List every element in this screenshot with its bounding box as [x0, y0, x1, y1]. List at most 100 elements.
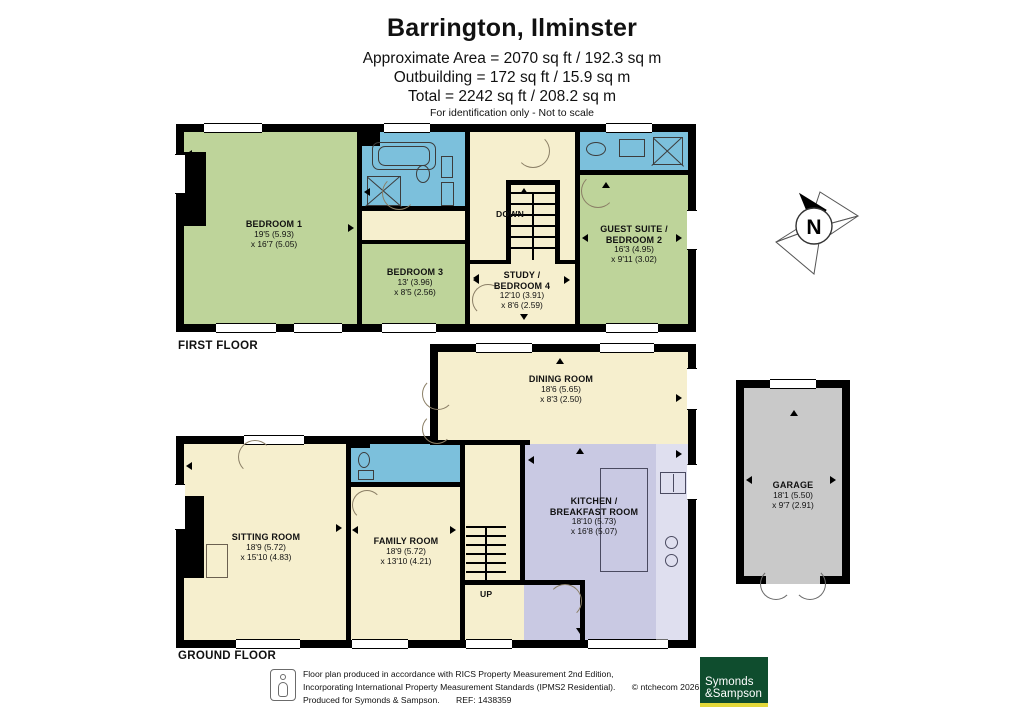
- toilet-icon-ensuite: [586, 142, 606, 156]
- wall-central-west: [465, 132, 470, 324]
- page-title: Barrington, Ilminster: [386, 14, 638, 42]
- dim-arrow-guest-e: [676, 234, 682, 242]
- door-swing-ensuite: [581, 174, 615, 208]
- compass-north-label: N: [806, 216, 821, 239]
- door-swing-hall-north: [422, 414, 452, 444]
- wall-garage-west: [736, 380, 744, 584]
- staircase-up: [466, 526, 506, 580]
- wall-ground-south: [176, 640, 696, 648]
- symonds-sampson-logo[interactable]: Symonds &Sampson: [700, 657, 768, 707]
- wall-porch-east: [580, 580, 585, 640]
- basin-icon-ensuite: [619, 139, 645, 157]
- window-first-s3: [382, 323, 436, 333]
- ground-floor-plan: UP DINING ROOM 18'6 (5.65) x 8'3 (2.50) …: [175, 343, 697, 649]
- hob-ring-2-icon: [665, 554, 678, 567]
- label-kitchen: KITCHEN / BREAKFAST ROOM 18'10 (5.73) x …: [524, 496, 664, 537]
- dim-arrow-bed1-e: [348, 224, 354, 232]
- stairs-down-label: DOWN: [496, 209, 525, 219]
- window-ground-e1: [687, 368, 697, 410]
- dim-arrow-study-e: [564, 276, 570, 284]
- staircase-down: [511, 192, 555, 260]
- label-study-bedroom-4: STUDY / BEDROOM 4 12'10 (3.91) x 8'6 (2.…: [470, 270, 574, 311]
- footer-line-1: Floor plan produced in accordance with R…: [303, 669, 614, 679]
- label-bedroom-3: BEDROOM 3 13' (3.96) x 8'5 (2.56): [359, 267, 471, 297]
- door-swing-porch: [548, 584, 582, 618]
- dim-arrow-family-e: [450, 526, 456, 534]
- wall-garage-south-left: [736, 576, 766, 584]
- label-family-name: FAMILY ROOM: [373, 536, 439, 546]
- person-measure-icon: [270, 669, 296, 701]
- wall-first-west: [176, 124, 184, 332]
- wall-landing-south-east: [555, 260, 580, 264]
- label-sitting-dim2: x 15'10 (4.83): [240, 551, 292, 562]
- basin-icon-bath: [441, 156, 453, 178]
- basin-icon-cloak: [358, 470, 374, 480]
- outbuilding-area-text: Outbuilding = 172 sq ft / 15.9 sq m: [393, 69, 631, 86]
- chimney-breast-bed1: [184, 152, 206, 226]
- dim-arrow-kitchen-w: [528, 456, 534, 464]
- dim-arrow-sitting-w: [186, 462, 192, 470]
- label-garage-dim2: x 9'7 (2.91): [772, 499, 814, 510]
- wall-dining-north: [430, 344, 696, 352]
- label-study-name-line2: BEDROOM 4: [493, 280, 551, 291]
- window-first-w1: [175, 154, 185, 194]
- label-garage-dim1: 18'1 (5.50): [773, 489, 813, 500]
- door-swing-sitting: [238, 440, 272, 474]
- door-swing-dining: [422, 378, 454, 410]
- label-bedroom-3-name: BEDROOM 3: [386, 267, 444, 277]
- garage-door-swing-right: [794, 568, 826, 600]
- dim-arrow-garage-w: [746, 476, 752, 484]
- wall-cloak-south: [350, 482, 464, 487]
- room-bedroom-3: [361, 244, 469, 324]
- window-ground-n1: [476, 343, 532, 353]
- window-ground-s1: [236, 639, 300, 649]
- label-study-name-line1: STUDY /: [503, 270, 541, 280]
- dim-arrow-guest-n: [602, 182, 610, 188]
- dim-arrow-bath-w: [364, 188, 370, 196]
- label-family-dim2: x 13'10 (4.21): [380, 555, 432, 566]
- wall-dining-south: [430, 440, 530, 445]
- window-ground-n2: [600, 343, 654, 353]
- wall-central-east: [575, 132, 580, 324]
- label-kitchen-name-line2: BREAKFAST ROOM: [549, 506, 639, 517]
- wall-ensuite-south: [580, 170, 688, 175]
- window-first-e1: [687, 210, 697, 250]
- stairs-up-label: UP: [480, 589, 493, 599]
- dim-arrow-study-w: [473, 276, 479, 284]
- label-dining-room: DINING ROOM 18'6 (5.65) x 8'3 (2.50): [498, 374, 624, 404]
- room-dining: [434, 352, 688, 444]
- room-garage: [744, 388, 842, 584]
- logo-line-1: Symonds: [705, 676, 754, 688]
- dim-arrow-guest-w: [582, 234, 588, 242]
- label-garage-name: GARAGE: [772, 480, 814, 490]
- dim-arrow-dining-e: [676, 394, 682, 402]
- wall-bed3-north: [362, 240, 470, 244]
- ground-floor-caption: GROUND FLOOR: [178, 650, 277, 662]
- wall-hall-east: [520, 444, 525, 584]
- dim-arrow-kitchen-e: [676, 450, 682, 458]
- hob-ring-1-icon: [665, 536, 678, 549]
- cabinet-icon-bath: [441, 182, 454, 206]
- wall-hall-south: [464, 580, 584, 585]
- wall-sitting-east: [346, 444, 351, 640]
- footer-credits: Floor plan produced in accordance with R…: [303, 668, 702, 707]
- approximate-area-text: Approximate Area = 2070 sq ft / 192.3 sq…: [362, 50, 662, 67]
- label-dining-name: DINING ROOM: [528, 374, 594, 384]
- door-swing-bed3: [472, 284, 504, 316]
- window-first-n2: [384, 123, 430, 133]
- wall-bath-south: [362, 206, 470, 211]
- logo-line-2: &Sampson: [705, 688, 763, 700]
- total-area-text: Total = 2242 sq ft / 208.2 sq m: [407, 88, 617, 105]
- first-floor-plan: DOWN BEDROOM 1 19'5 (5.93) x 16'7 (5.05)…: [175, 123, 697, 333]
- label-guest-name-line2: BEDROOM 2: [605, 234, 663, 245]
- label-family-room: FAMILY ROOM 18'9 (5.72) x 13'10 (4.21): [346, 536, 466, 566]
- label-dining-dim1: 18'6 (5.65): [541, 383, 581, 394]
- room-hall: [464, 444, 524, 640]
- sink-divider: [673, 474, 675, 492]
- logo-yellow-bar: [700, 703, 768, 707]
- dim-arrow-kitchen-n: [576, 448, 584, 454]
- wall-stair-west: [506, 184, 511, 260]
- disclaimer-text: For identification only - Not to scale: [430, 107, 594, 119]
- wall-landing-south: [469, 260, 511, 264]
- dim-arrow-garage-n: [790, 410, 798, 416]
